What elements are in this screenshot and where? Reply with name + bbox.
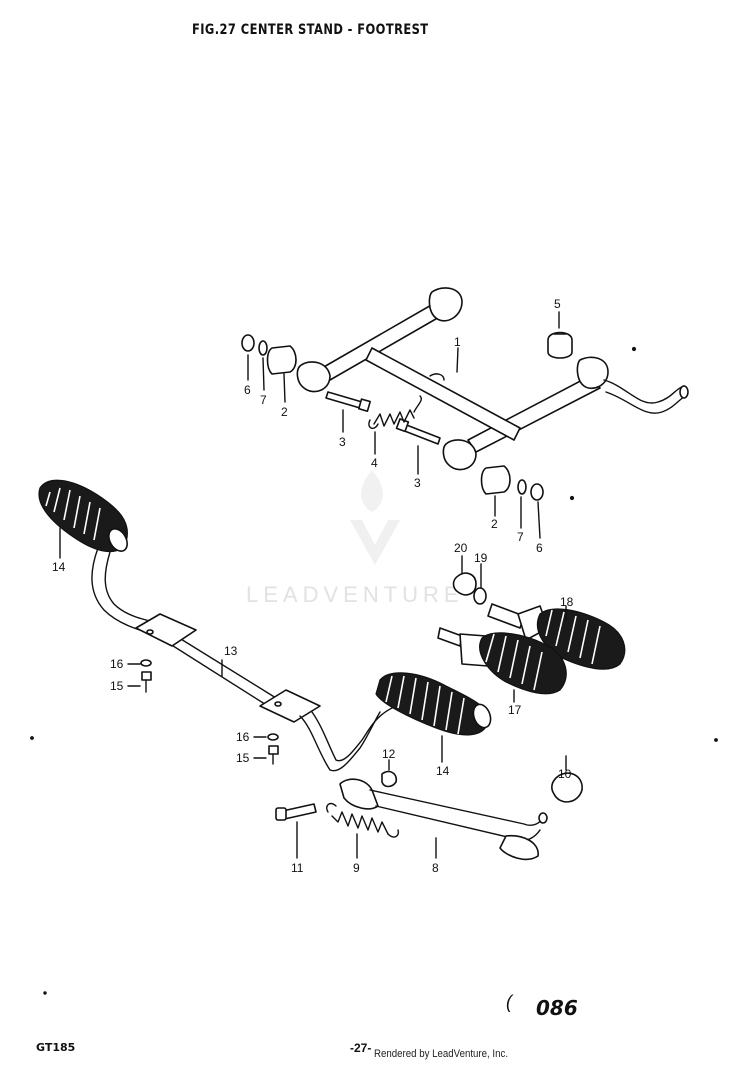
left-pivot-hardware <box>241 334 297 403</box>
callout-4: 4 <box>371 456 378 470</box>
model-label: GT185 <box>36 1041 76 1054</box>
callout-15-lower: 15 <box>236 751 250 765</box>
callout-20: 20 <box>454 541 468 555</box>
callout-3-lower: 3 <box>414 476 421 490</box>
callout-14-lower: 14 <box>436 764 450 778</box>
callout-8: 8 <box>432 861 439 875</box>
callout-19: 19 <box>474 551 488 565</box>
diagram-code: 086 <box>536 996 578 1020</box>
callout-16: 16 <box>110 657 124 671</box>
callout-7-lower: 7 <box>517 530 524 544</box>
figure-title: FIG.27 CENTER STAND - FOOTREST <box>192 22 429 38</box>
callout-17: 17 <box>508 703 522 717</box>
callout-15: 15 <box>110 679 124 693</box>
watermark: LEADVENTURE <box>246 582 464 607</box>
callout-1: 1 <box>454 335 461 349</box>
side-stand-assembly <box>30 736 718 995</box>
callout-12: 12 <box>382 747 396 761</box>
callout-9: 9 <box>353 861 360 875</box>
callout-14: 14 <box>52 560 66 574</box>
callout-7: 7 <box>260 393 267 407</box>
render-credit: Rendered by LeadVenture, Inc. <box>374 1048 509 1060</box>
front-footpeg-assembly <box>437 627 567 703</box>
callout-10: 10 <box>558 767 572 781</box>
callout-16-lower: 16 <box>236 730 250 744</box>
footrest-rubber-right <box>375 672 492 763</box>
footrest-bar <box>91 547 393 772</box>
callout-18: 18 <box>560 595 574 609</box>
code-mark: ( <box>506 992 512 1012</box>
page-number: -27- <box>350 1041 372 1055</box>
callout-13: 13 <box>224 644 238 658</box>
callout-6-lower: 6 <box>536 541 543 555</box>
callout-11: 11 <box>291 861 304 875</box>
watermark-logo-icon <box>350 470 400 565</box>
callout-2: 2 <box>281 405 288 419</box>
footrest-mounting-bolts <box>127 659 279 765</box>
callout-5: 5 <box>554 297 561 311</box>
rear-footpeg-assembly <box>452 555 626 670</box>
right-pivot-hardware <box>480 465 575 539</box>
callout-2-lower: 2 <box>491 517 498 531</box>
callout-6: 6 <box>244 383 251 397</box>
pivot-bolts-and-spring <box>325 391 441 475</box>
stand-stopper-rubber <box>547 311 637 359</box>
footrest-rubber-left <box>38 479 128 559</box>
callout-3: 3 <box>339 435 346 449</box>
center-stand <box>296 287 689 471</box>
